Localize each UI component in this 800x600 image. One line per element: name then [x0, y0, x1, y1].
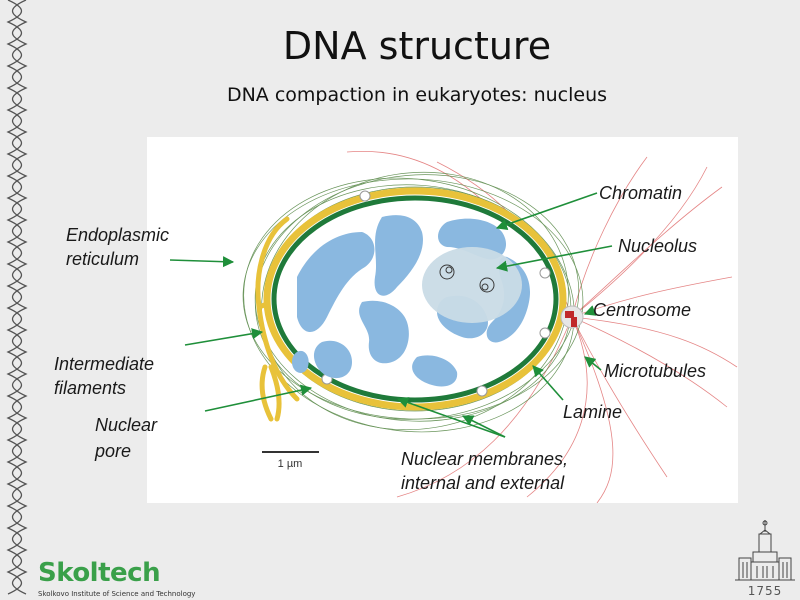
logo-wordmark: Skoltech	[38, 558, 161, 588]
slide-subtitle: DNA compaction in eukaryotes: nucleus	[226, 84, 608, 106]
label-endoplasmic-reticulum-line2: reticulum	[66, 249, 140, 269]
label-nuclear-membranes-line1: Nuclear membranes,	[401, 449, 569, 469]
seal-year: 1755	[747, 584, 783, 598]
scale-bar-label: 1 µm	[278, 458, 303, 470]
logo-tagline: Skolkovo Institute of Science and Techno…	[38, 590, 196, 598]
label-endoplasmic-reticulum-line1: Endoplasmic	[66, 225, 170, 245]
skoltech-logo: Skoltech Skolkovo Institute of Science a…	[34, 558, 195, 600]
university-building-icon	[735, 520, 795, 581]
nuclear-pores	[321, 190, 551, 397]
label-nuclear-pore-line2: pore	[95, 441, 132, 461]
label-nucleolus: Nucleolus	[618, 236, 698, 256]
label-chromatin: Chromatin	[599, 183, 683, 203]
label-intermediate-filaments-line2: filaments	[54, 378, 127, 398]
label-lamine: Lamine	[563, 402, 623, 422]
university-seal: 1755	[733, 518, 797, 600]
label-intermediate-filaments-line1: Intermediate	[54, 354, 155, 374]
decorative-chain-border	[6, 0, 28, 595]
centrosome	[560, 305, 584, 329]
nucleolus	[422, 247, 522, 323]
label-microtubules: Microtubules	[604, 361, 707, 381]
label-centrosome: Centrosome	[593, 300, 692, 320]
nucleolus-fibrils	[439, 264, 495, 293]
slide-title: DNA structure	[282, 24, 552, 68]
label-nuclear-pore-line1: Nuclear	[95, 415, 158, 435]
label-nuclear-membranes-line2: internal and external	[401, 473, 565, 493]
